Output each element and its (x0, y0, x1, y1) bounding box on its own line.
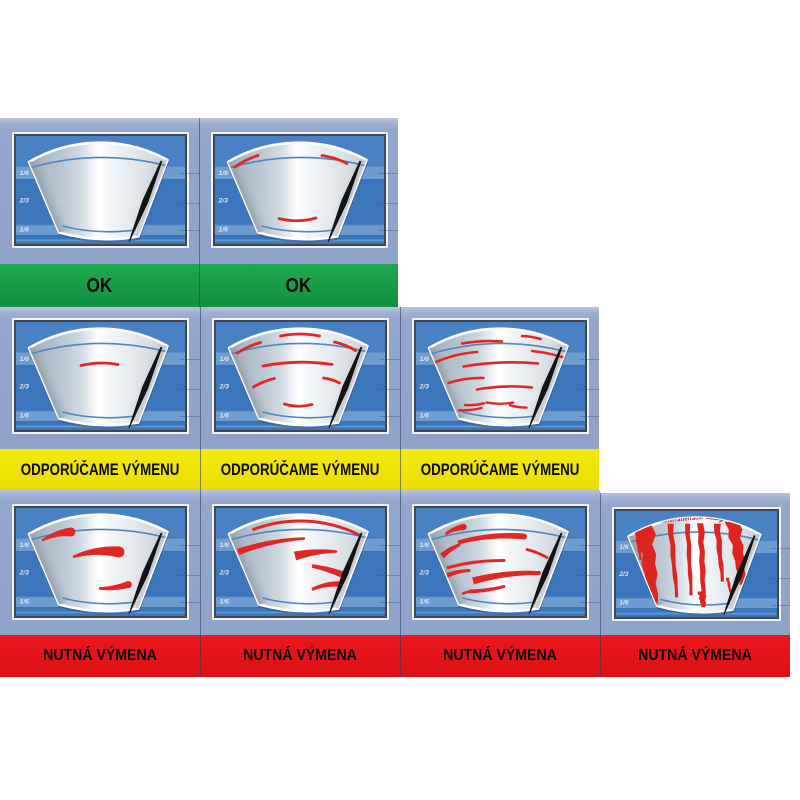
svg-text:1/6: 1/6 (619, 599, 628, 606)
svg-text:1/6: 1/6 (20, 598, 30, 605)
svg-text:1/6: 1/6 (420, 412, 430, 419)
svg-text:2/3: 2/3 (219, 569, 230, 576)
svg-text:1/6: 1/6 (420, 598, 430, 605)
svg-text:2/3: 2/3 (419, 569, 430, 576)
svg-text:2/3: 2/3 (219, 383, 230, 390)
svg-text:1/6: 1/6 (619, 544, 628, 551)
svg-text:2/3: 2/3 (218, 197, 229, 204)
svg-text:2/3: 2/3 (19, 569, 30, 576)
svg-text:1/6: 1/6 (20, 170, 30, 177)
svg-text:2/3: 2/3 (419, 383, 430, 390)
svg-text:1/6: 1/6 (220, 542, 230, 549)
svg-text:1/6: 1/6 (20, 542, 30, 549)
svg-text:1/6: 1/6 (220, 412, 230, 419)
svg-text:1/6: 1/6 (420, 542, 430, 549)
svg-text:1/6: 1/6 (219, 226, 229, 233)
svg-text:1/6: 1/6 (220, 598, 230, 605)
svg-text:1/6: 1/6 (20, 412, 30, 419)
svg-text:1/6: 1/6 (219, 170, 229, 177)
svg-text:2/3: 2/3 (19, 383, 30, 390)
svg-text:1/6: 1/6 (20, 356, 30, 363)
svg-text:2/3: 2/3 (618, 571, 628, 578)
svg-text:2/3: 2/3 (19, 197, 30, 204)
svg-text:1/6: 1/6 (20, 226, 30, 233)
svg-text:ratterratterratter: ratterratterratter (660, 515, 705, 525)
svg-text:1/6: 1/6 (420, 356, 430, 363)
svg-text:1/6: 1/6 (220, 356, 230, 363)
